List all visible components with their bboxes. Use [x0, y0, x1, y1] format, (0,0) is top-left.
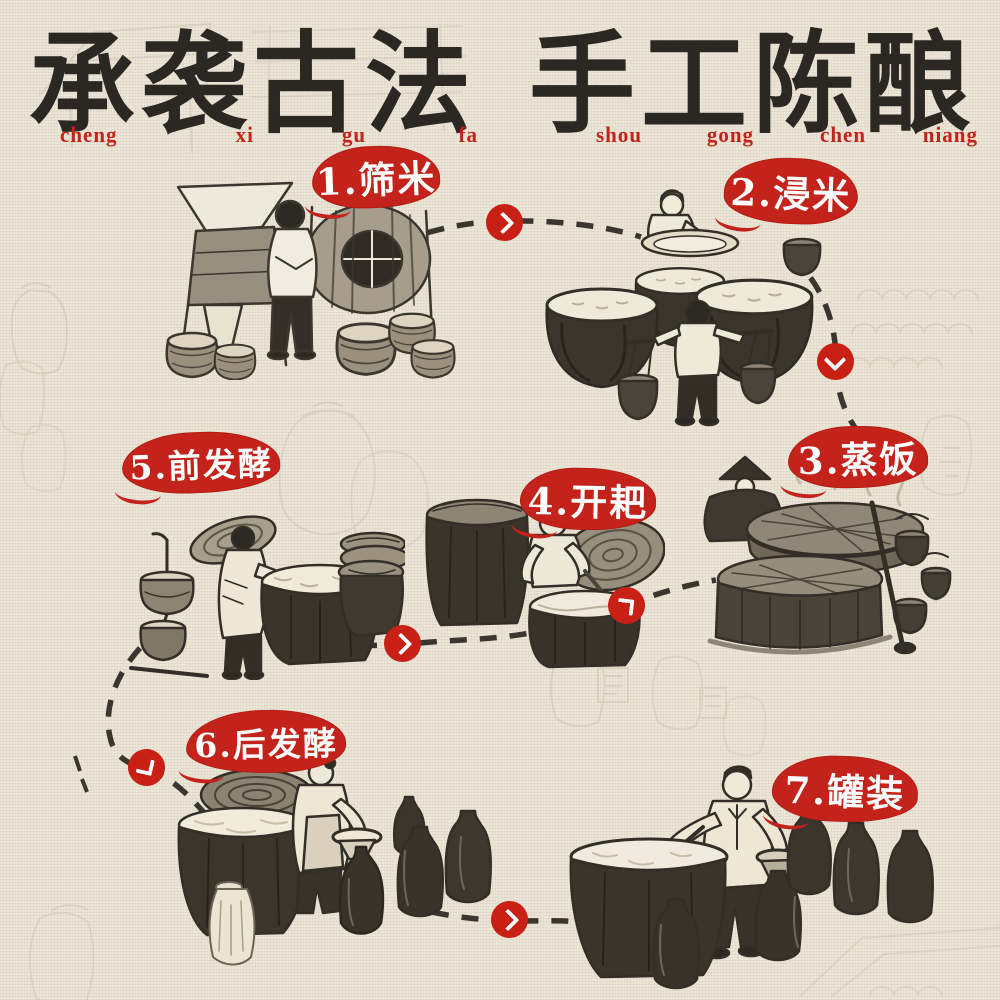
illustration-bottling — [569, 765, 934, 990]
illustration-sieving-rice — [165, 181, 456, 380]
step-badge-jarring: 7.罐装 — [770, 753, 920, 825]
pinyin-label: shou — [595, 122, 642, 148]
pinyin-label: gu — [341, 122, 366, 148]
chevron-right-icon — [491, 211, 514, 234]
step-badge-steam-rice: 3.蒸饭 — [787, 424, 929, 490]
illustration-post-fermentation — [177, 755, 492, 966]
chevron-right-icon — [389, 632, 412, 655]
flow-arrow-2 — [817, 343, 854, 380]
pinyin-label: chen — [820, 122, 866, 148]
illustration-steaming-rice — [703, 451, 952, 655]
step-badge-soak-rice: 2.浸米 — [722, 155, 860, 227]
step-badge-stir-mash: 4.开耙 — [519, 466, 657, 532]
illustration-pre-fermentation — [129, 515, 405, 680]
chevron-up-right-icon — [616, 597, 634, 616]
pinyin-label: niang — [922, 122, 978, 148]
chevron-right-icon — [496, 908, 519, 931]
pinyin-label: fa — [458, 122, 478, 148]
chevron-down-right-icon — [135, 756, 156, 776]
flow-arrow-6 — [491, 901, 528, 938]
pinyin-label: cheng — [60, 122, 118, 148]
flow-arrow-4 — [384, 625, 421, 662]
step-badge-sieve-rice: 1.筛米 — [310, 143, 442, 211]
pinyin-label: gong — [706, 122, 754, 148]
pinyin-label: xi — [235, 122, 254, 148]
step-badge-post-fermentation: 6.后发酵 — [185, 708, 347, 775]
chevron-down-icon — [824, 348, 847, 371]
flow-arrow-1 — [486, 204, 523, 241]
